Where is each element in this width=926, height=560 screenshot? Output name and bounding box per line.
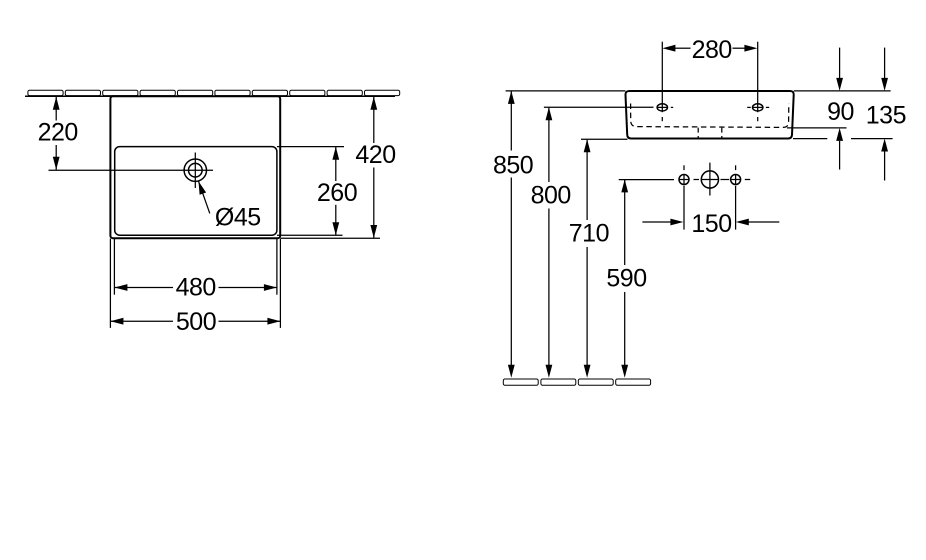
svg-text:500: 500 [176,308,216,336]
svg-text:710: 710 [569,220,609,248]
svg-text:420: 420 [355,141,395,169]
svg-text:590: 590 [606,265,646,293]
svg-text:90: 90 [827,98,854,126]
svg-text:850: 850 [493,151,533,179]
svg-text:480: 480 [176,274,216,302]
svg-text:280: 280 [692,36,732,64]
svg-text:Ø45: Ø45 [215,203,261,231]
svg-text:220: 220 [38,119,78,147]
svg-text:135: 135 [866,101,906,129]
svg-text:260: 260 [317,179,357,207]
svg-text:800: 800 [531,182,571,210]
svg-text:150: 150 [691,210,731,238]
